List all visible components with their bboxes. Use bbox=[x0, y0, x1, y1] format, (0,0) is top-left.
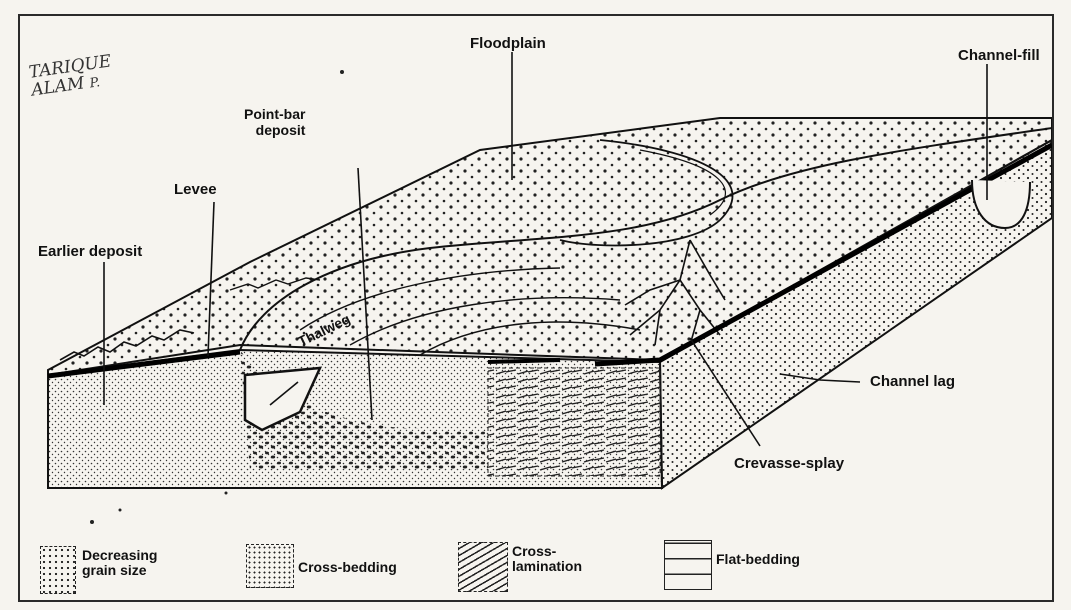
label-levee: Levee bbox=[174, 182, 217, 198]
handwriting-suffix: P. bbox=[89, 75, 101, 91]
cross-bedding-swatch bbox=[246, 544, 294, 588]
label-channel-fill: Channel-fill bbox=[958, 48, 1040, 64]
label-floodplain: Floodplain bbox=[470, 36, 546, 52]
legend-cross-bedding: Cross-bedding bbox=[298, 560, 397, 575]
figure-frame bbox=[18, 14, 1054, 602]
legend-flat-bedding: Flat-bedding bbox=[716, 552, 800, 567]
label-point-bar-deposit: Point-bar deposit bbox=[244, 106, 305, 138]
decreasing-grain-size-swatch bbox=[40, 546, 76, 594]
flat-bedding-swatch bbox=[664, 540, 712, 590]
label-crevasse-splay: Crevasse-splay bbox=[734, 456, 844, 472]
label-earlier-deposit: Earlier deposit bbox=[38, 244, 142, 260]
legend-cross-lamination: Cross- lamination bbox=[512, 544, 582, 574]
cross-lamination-swatch bbox=[458, 542, 508, 592]
label-channel-lag: Channel lag bbox=[870, 374, 955, 390]
legend-decreasing-grain-size: Decreasing grain size bbox=[82, 548, 157, 578]
